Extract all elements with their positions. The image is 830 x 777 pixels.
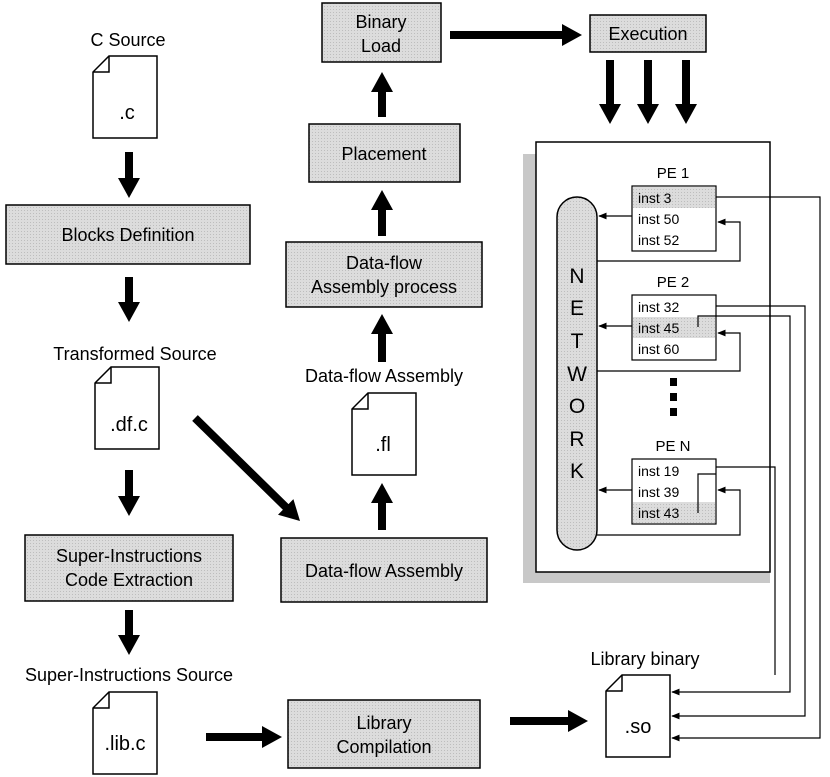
arrow-transformed-to-dfasm: [192, 415, 300, 521]
library-binary-file: Library binary .so: [590, 649, 700, 758]
pe-n-inst-2: inst 39: [638, 484, 679, 500]
network-letter-e: E: [570, 297, 584, 320]
library-binary-ext: .so: [625, 716, 652, 738]
arrow-execution-down-2: [637, 60, 659, 124]
library-compilation-label-1: Library: [356, 713, 411, 733]
dataflow-assembly-process-box: Data-flow Assembly process: [285, 241, 483, 308]
pe-n-inst-3: inst 43: [638, 505, 679, 521]
super-instructions-source-caption: Super-Instructions Source: [25, 665, 233, 685]
arrow-super-to-lib-source: [118, 610, 140, 655]
network-letter-t: T: [571, 330, 584, 353]
c-source-document-icon: [92, 55, 158, 139]
library-compilation-label-2: Compilation: [336, 737, 431, 757]
pe-2-highlight-row: [633, 317, 715, 338]
blocks-definition-label: Blocks Definition: [61, 225, 194, 245]
pe-1: PE 1 inst 3 inst 50 inst 52: [631, 165, 717, 252]
binary-load-label-2: Load: [361, 36, 401, 56]
dataflow-assembly-box: Data-flow Assembly: [280, 537, 488, 603]
arrow-c-to-blocks: [118, 152, 140, 198]
flow-arrows: [118, 24, 697, 748]
dataflow-assembly-file-ext: .fl: [375, 434, 391, 456]
network-letter-o: O: [569, 395, 585, 418]
pe-1-inst-2: inst 50: [638, 211, 679, 227]
transformed-source-document-icon: [94, 366, 160, 450]
library-binary-caption: Library binary: [590, 649, 699, 669]
c-source-ext: .c: [119, 102, 135, 124]
pe-1-inst-1: inst 3: [638, 190, 672, 206]
pe-2-inst-3: inst 60: [638, 341, 679, 357]
network-bar: N E T W O R K: [556, 196, 598, 551]
super-instructions-source-file: Super-Instructions Source .lib.c: [25, 665, 233, 775]
arrow-transformed-to-super: [118, 470, 140, 516]
network-letter-w: W: [567, 363, 587, 386]
dataflow-assembly-process-label-1: Data-flow: [346, 253, 423, 273]
pe-2-label: PE 2: [657, 274, 690, 291]
transformed-source-caption: Transformed Source: [53, 344, 216, 364]
arrow-lib-source-to-compile: [206, 726, 282, 748]
pe-network-connections: [597, 212, 741, 536]
arrow-placement-to-load: [371, 72, 393, 117]
dataflow-assembly-file: Data-flow Assembly .fl: [305, 366, 463, 476]
pe-n-highlight-row: [633, 502, 715, 523]
transformed-source-ext: .df.c: [110, 414, 148, 436]
network-letter-k: K: [570, 460, 584, 483]
library-compilation-box: Library Compilation: [287, 699, 481, 769]
binary-load-label-1: Binary: [355, 12, 406, 32]
transformed-source-file: Transformed Source .df.c: [53, 344, 217, 450]
network-letter-n: N: [569, 265, 584, 288]
dataflow-assembly-file-caption: Data-flow Assembly: [305, 366, 463, 386]
arrow-compile-to-so: [510, 710, 588, 732]
placement-box: Placement: [308, 123, 461, 183]
blocks-definition-box: Blocks Definition: [5, 204, 251, 265]
pe-2-inst-1: inst 32: [638, 299, 679, 315]
arrow-load-to-execution: [450, 24, 582, 46]
pe-1-highlight-row: [633, 187, 715, 208]
pe-n-inst-1: inst 19: [638, 463, 679, 479]
super-instructions-label-2: Code Extraction: [65, 570, 193, 590]
super-instructions-source-ext: .lib.c: [104, 733, 145, 755]
arrow-fl-to-process: [371, 314, 393, 362]
pe-2: PE 2 inst 32 inst 45 inst 60: [631, 274, 717, 361]
c-source-caption: C Source: [90, 30, 165, 50]
pe-1-inst-3: inst 52: [638, 232, 679, 248]
binary-load-box: Binary Load: [321, 2, 442, 63]
network-letter-r: R: [569, 428, 584, 451]
dataflow-assembly-label: Data-flow Assembly: [305, 561, 463, 581]
pe-n: PE N inst 19 inst 39 inst 43: [631, 438, 717, 525]
arrow-process-to-placement: [371, 190, 393, 236]
execution-box: Execution: [589, 14, 707, 53]
placement-label: Placement: [341, 144, 426, 164]
dataflow-assembly-process-label-2: Assembly process: [311, 277, 457, 297]
super-instructions-label-1: Super-Instructions: [56, 546, 202, 566]
c-source-file: C Source .c: [90, 30, 166, 139]
pe-2-inst-2: inst 45: [638, 320, 679, 336]
library-call-lines: [671, 196, 821, 742]
super-instructions-extraction-box: Super-Instructions Code Extraction: [24, 534, 234, 602]
arrow-blocks-to-transformed: [118, 277, 140, 322]
arrow-execution-down-3: [675, 60, 697, 124]
pe-n-label: PE N: [655, 438, 690, 455]
execution-label: Execution: [608, 24, 687, 44]
arrow-execution-down-1: [599, 60, 621, 124]
pe-1-label: PE 1: [657, 165, 690, 182]
arrow-dfasm-to-fl: [371, 483, 393, 530]
pe-ellipsis: [670, 378, 677, 416]
